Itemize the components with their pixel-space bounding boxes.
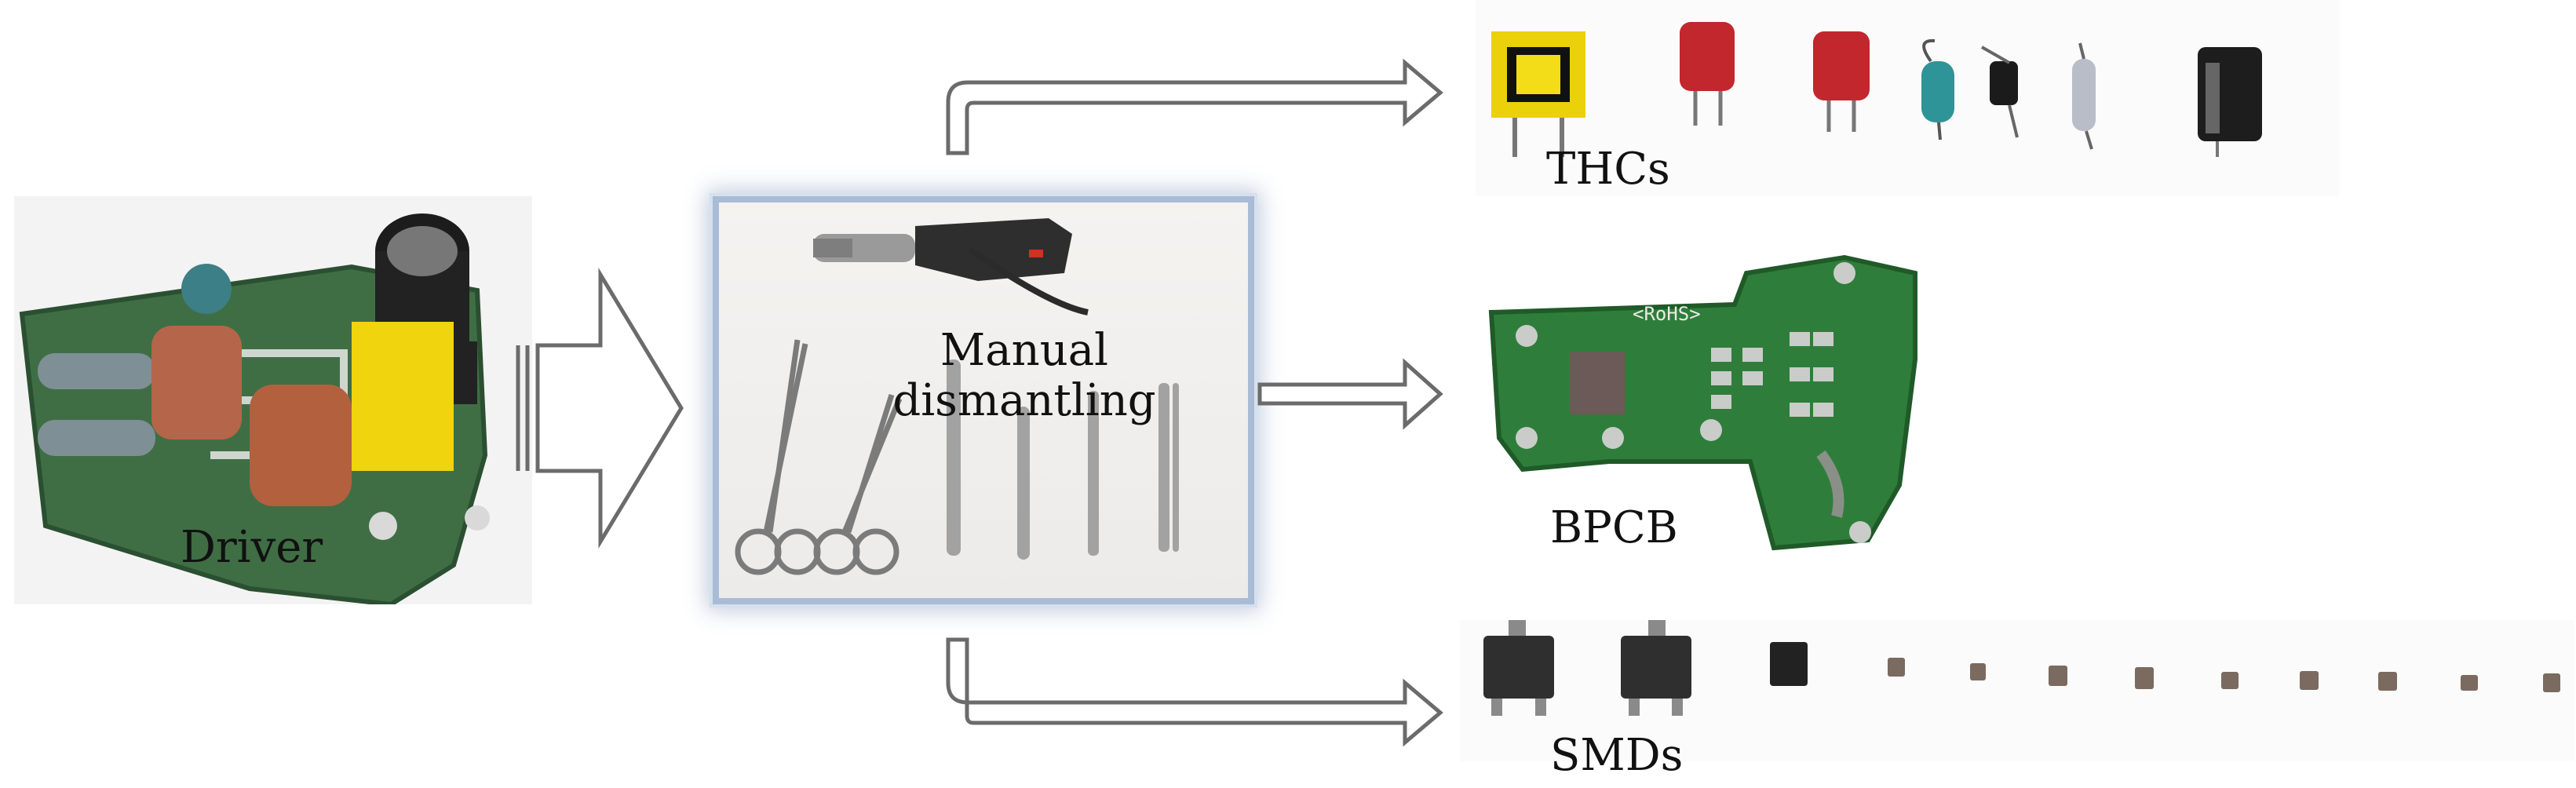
thc-components-photo	[1476, 0, 2339, 196]
arrow-to-smds	[946, 637, 1443, 747]
driver-photo	[14, 196, 532, 607]
bpcb-photo: <RoHS>	[1476, 202, 2370, 571]
driver-label: Driver	[181, 522, 323, 573]
manual-dismantling-tools-photo	[713, 196, 1254, 604]
bpcb-label: BPCB	[1550, 502, 1678, 553]
manual-dismantling-label: Manual dismantling	[892, 325, 1156, 427]
arrow-driver-to-dismantling	[535, 268, 684, 549]
arrow-to-thcs	[946, 58, 1443, 155]
smd-components-photo	[1460, 620, 2574, 761]
pcb-rohs-marking: <RoHS>	[1633, 303, 1701, 325]
smds-label: SMDs	[1550, 730, 1684, 781]
thcs-label: THCs	[1546, 144, 1670, 195]
arrow-to-bpcb	[1257, 358, 1443, 430]
